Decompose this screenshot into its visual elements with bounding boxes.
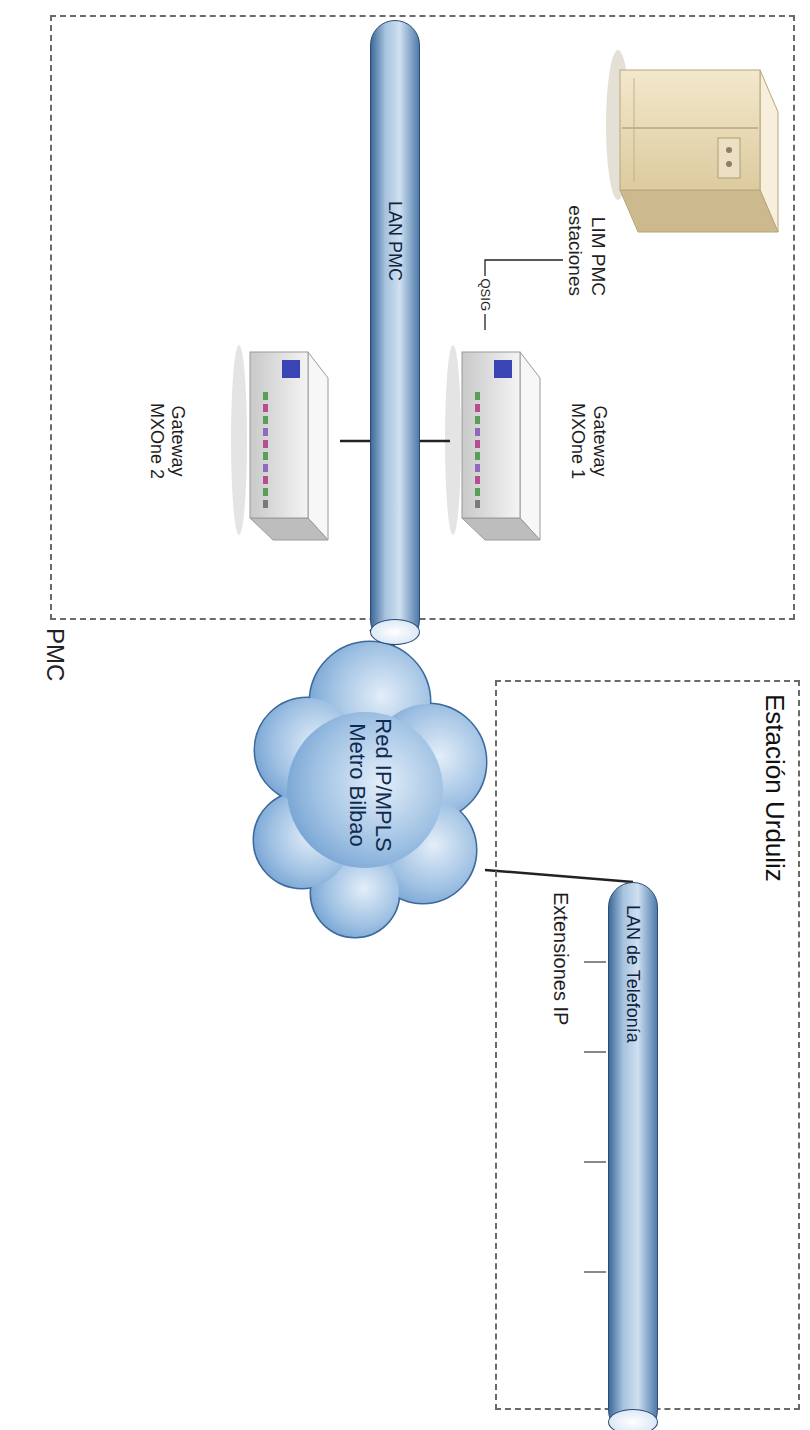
gateway-device	[445, 345, 540, 540]
server-cabinet	[606, 50, 778, 232]
network-link	[420, 440, 450, 443]
node-label: Red IP/MPLS Metro Bilbao	[344, 700, 397, 870]
lan-caption: Extensiones IP	[549, 892, 573, 1025]
node-label: Gateway MXOne 1	[567, 376, 610, 506]
node-label: Estación Urduliz	[759, 694, 790, 882]
node-label: LAN PMC	[371, 21, 419, 644]
network-link	[340, 440, 370, 443]
gateway-node: Gateway MXOne 1	[450, 330, 610, 552]
lan-pipe: LAN de Telefonía	[608, 882, 658, 1430]
node-label: PMC	[40, 628, 69, 681]
network-cloud: Red IP/MPLS Metro Bilbao	[255, 630, 485, 940]
node-label: Gateway MXOne 2	[145, 376, 188, 506]
node-label: LAN de Telefonía	[609, 883, 657, 1430]
lan-pipe: LAN PMC	[370, 20, 420, 645]
pipe-end	[370, 619, 420, 645]
pipe-end	[608, 1409, 658, 1430]
network-cloud	[254, 642, 486, 937]
link-label: QSIG	[477, 276, 493, 315]
network-link	[485, 260, 563, 330]
gateway-node: Gateway MXOne 2	[145, 330, 340, 552]
node-label: LIM PMC estaciones	[563, 156, 609, 296]
extension-ticks	[584, 962, 606, 1272]
gateway-device	[231, 345, 328, 540]
site-region: PMCLIM PMC estacionesGateway MXOne 1LAN …	[50, 15, 795, 620]
pbx-server: LIM PMC estaciones	[563, 30, 788, 300]
station-region: Estación UrdulizLAN de TelefoníaExtensio…	[495, 680, 800, 1410]
network-link	[485, 870, 633, 882]
